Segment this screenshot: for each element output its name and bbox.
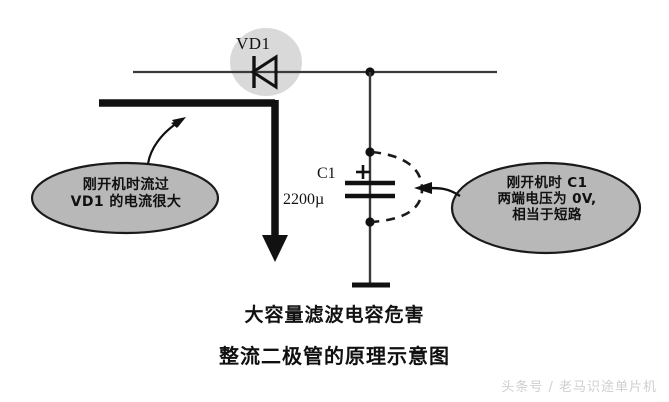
diode-label-vd1: VD1 <box>236 34 271 53</box>
callout-left-text: 刚开机时流过 VD1 的电流很大 <box>38 177 214 210</box>
callout-right-text: 刚开机时 C1 两端电压为 0V, 相当于短路 <box>458 175 636 224</box>
callout-left-leader <box>146 117 186 165</box>
callout-right-leader <box>414 182 461 198</box>
callout-right-bubble <box>450 161 642 255</box>
callout-right-line-3: 相当于短路 <box>512 206 582 223</box>
callout-left-bubble <box>30 161 220 235</box>
callout-right-line-2: 两端电压为 0V, <box>497 190 597 207</box>
diode-symbol-vd1 <box>250 54 278 90</box>
capacitor-symbol-c1 <box>345 180 395 199</box>
node-capacitor-top <box>365 147 375 157</box>
callout-left-line-2: VD1 的电流很大 <box>70 193 182 210</box>
capacitor-polarity-plus-icon <box>356 165 370 179</box>
capacitor-value-label: 2200µ <box>283 191 325 208</box>
inrush-current-arrow <box>99 99 288 262</box>
callout-left-line-1: 刚开机时流过 <box>82 177 170 193</box>
figure-caption-main: 整流二极管的原理示意图 <box>219 344 450 368</box>
capacitor-designator-label: C1 <box>317 165 336 182</box>
callout-right-line-1: 刚开机时 C1 <box>506 175 588 191</box>
short-circuit-dashed-arc <box>371 150 424 224</box>
figure-caption-secondary: 大容量滤波电容危害 <box>244 304 425 326</box>
node-capacitor-bottom <box>365 217 375 227</box>
watermark-text: 头条号 / 老马识途单片机 <box>501 380 657 395</box>
